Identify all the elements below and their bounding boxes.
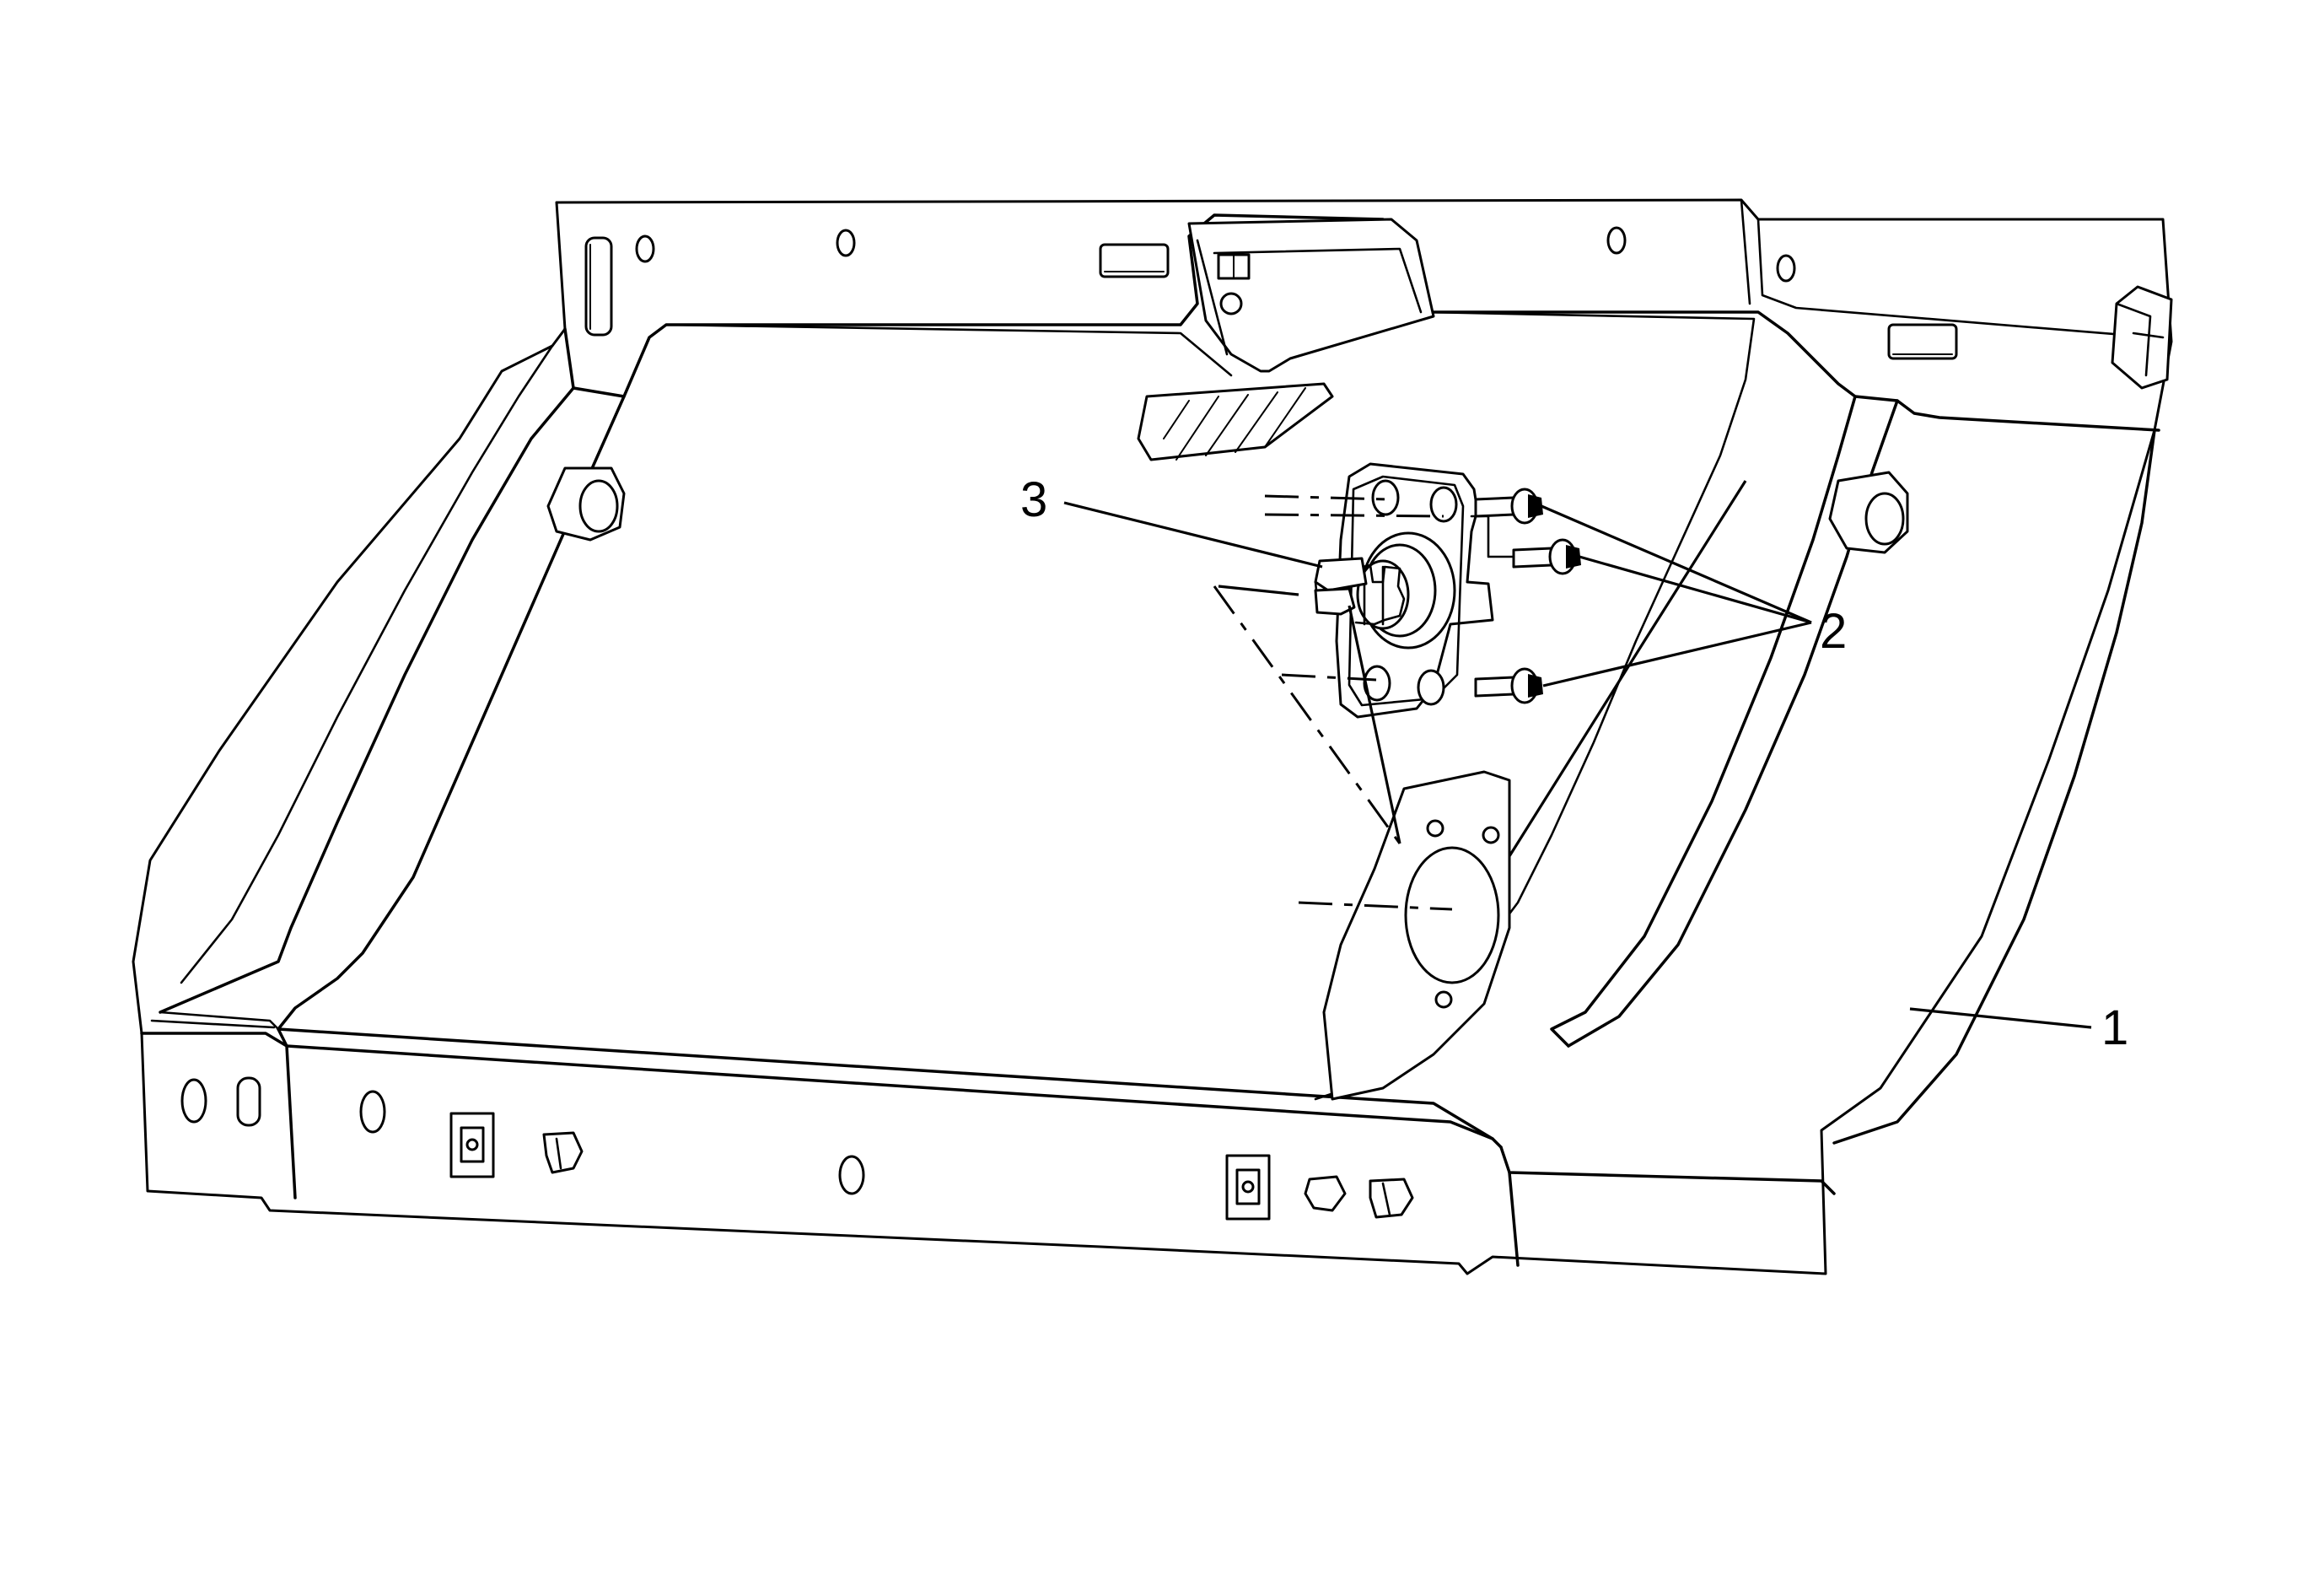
callouts: 1 2 3	[1020, 472, 2128, 1055]
bumper-left	[546, 466, 626, 542]
screws	[1470, 488, 1581, 704]
screw-3	[1474, 667, 1543, 704]
screw-2	[1512, 538, 1581, 575]
alignment-lines	[1213, 480, 1747, 911]
trim-panel	[132, 198, 2173, 1275]
callout-1-label: 1	[2101, 1000, 2128, 1055]
pinion-motor-assembly	[1314, 462, 1494, 719]
mounting-holes	[359, 226, 1796, 1195]
callout-2-label: 2	[1820, 604, 1847, 659]
callout-3-label: 3	[1020, 472, 1047, 527]
clip-right	[1225, 1154, 1271, 1221]
screw-1	[1474, 488, 1543, 525]
clip-left	[449, 1112, 495, 1178]
bumper-right	[1828, 471, 1909, 554]
